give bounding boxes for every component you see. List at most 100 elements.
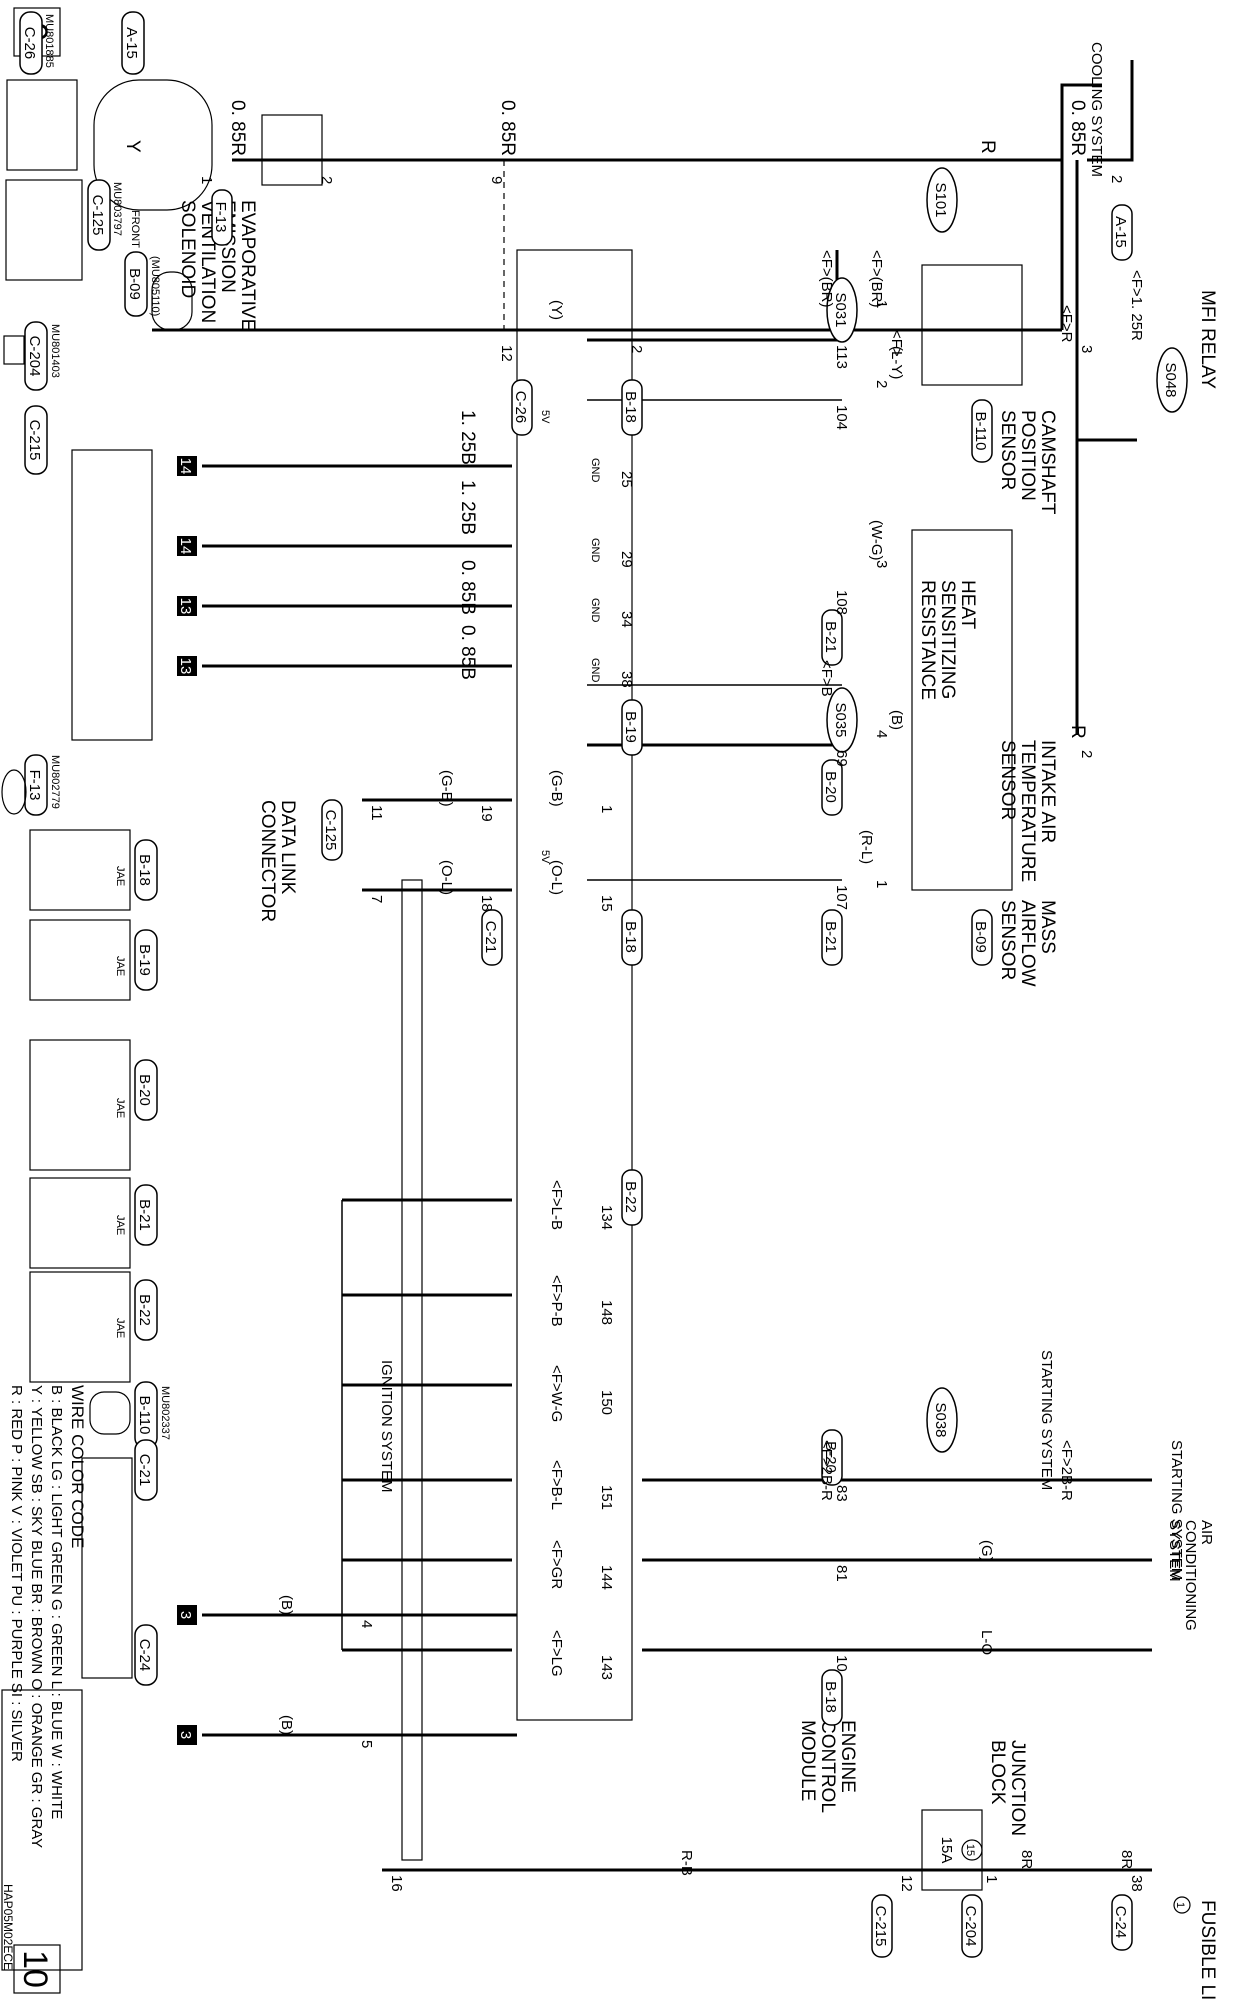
tag-b09: B-09 bbox=[972, 921, 989, 953]
legend-c26-part: MU801885 bbox=[43, 14, 55, 68]
label-ac-1: AIR bbox=[1198, 1520, 1215, 1545]
data-link-connector-bar bbox=[401, 879, 423, 1861]
label-evap-4: SOLENOID bbox=[177, 200, 198, 298]
ground-marker-14b-label: 14 bbox=[177, 538, 194, 555]
wl-fbl: <F>B-L bbox=[548, 1460, 565, 1510]
diagram-code: HAP05M02ECE bbox=[1, 1884, 15, 1970]
tag-c26: C-26 bbox=[512, 391, 529, 424]
wl-085r-c: 0. 85R bbox=[1067, 100, 1088, 156]
connector-tag-c21-legend bbox=[134, 1439, 158, 1501]
label-fuse-rating: 15A bbox=[938, 1837, 955, 1864]
wl-085b-a: 0. 85B bbox=[457, 560, 478, 615]
label-intake-1: INTAKE AIR bbox=[1037, 740, 1058, 843]
ecm-gnd-34: GND bbox=[589, 598, 601, 623]
wl-fgr: <F>GR bbox=[548, 1540, 565, 1589]
connector-tag-b22-legend bbox=[134, 1279, 158, 1341]
pin-19: 19 bbox=[478, 805, 495, 822]
label-ecm-1: ENGINE bbox=[837, 1720, 858, 1793]
pin-69: 69 bbox=[833, 750, 850, 767]
tag-b19: B-19 bbox=[622, 711, 639, 743]
label-maf-2: AIRFLOW bbox=[1017, 900, 1038, 987]
label-camshaft-1: CAMSHAFT bbox=[1037, 410, 1058, 515]
tag-b22: B-22 bbox=[622, 1181, 639, 1213]
evap-solenoid-box bbox=[261, 114, 323, 186]
legend-b18-part: JAE bbox=[114, 866, 126, 886]
splice-s038 bbox=[926, 1387, 958, 1453]
wl-wg: (W-G) bbox=[868, 520, 885, 561]
connector-shape-b18 bbox=[29, 829, 131, 911]
label-ecm-3: MODULE bbox=[797, 1720, 818, 1801]
ground-marker-3a bbox=[177, 1605, 197, 1625]
splice-s031-label: S031 bbox=[832, 292, 849, 327]
label-fusible-link: FUSIBLE LINK bbox=[1197, 1900, 1218, 2000]
splice-s035-label: S035 bbox=[832, 702, 849, 737]
wl-rb: R-B bbox=[678, 1850, 695, 1876]
splice-s038-label: S038 bbox=[932, 1402, 949, 1437]
pin-38: 38 bbox=[618, 671, 635, 688]
wl-fbr-b: <F>(BR) bbox=[868, 250, 885, 308]
legend-f13-label: F-13 bbox=[26, 770, 43, 801]
legend-f13-part: MU802779 bbox=[49, 755, 61, 809]
connector-tag-a15 bbox=[121, 11, 145, 75]
label-maf-1: MASS bbox=[1037, 900, 1058, 954]
pin-4: 4 bbox=[873, 730, 890, 738]
pin-1j: 1 bbox=[983, 1875, 1000, 1883]
ecm-5v-a: 5V bbox=[539, 410, 551, 424]
connector-tag-b19-legend bbox=[134, 929, 158, 991]
pin-numbers: 1 2 9 12 2 2 3 1 2 113 104 25 29 34 38 1… bbox=[198, 175, 1145, 1892]
connector-tag-b20-legend bbox=[134, 1059, 158, 1121]
ground-marker-3b-label: 3 bbox=[177, 1731, 194, 1739]
wire-cooling bbox=[1087, 60, 1134, 162]
label-mfi-relay: MFI RELAY bbox=[1197, 290, 1218, 389]
pin-104: 104 bbox=[833, 405, 850, 430]
ground-marker-13a bbox=[177, 596, 197, 616]
legend-b20-label: B-20 bbox=[136, 1074, 153, 1106]
pin-11: 11 bbox=[368, 805, 385, 821]
wl-fwg: <F>W-G bbox=[548, 1365, 565, 1422]
pin-10: 10 bbox=[833, 1655, 850, 1672]
legend-c215-label: C-215 bbox=[26, 420, 43, 461]
ecm-gnd-38: GND bbox=[589, 658, 601, 683]
tag-b20b: B-20 bbox=[822, 1441, 839, 1473]
pin-2: 2 bbox=[318, 176, 335, 184]
label-ac-3: SYSTEM bbox=[1166, 1520, 1183, 1582]
ground-marker-3b bbox=[177, 1725, 197, 1745]
wl-flg: <F>LG bbox=[548, 1630, 565, 1677]
wl-b-a: (B) bbox=[278, 1595, 295, 1615]
ground-marker-13b-label: 13 bbox=[177, 658, 194, 675]
component-labels: COOLING SYSTEM MFI RELAY EVAPORATIVE EMI… bbox=[177, 42, 1218, 2000]
page-number-right: 10 bbox=[13, 1944, 61, 1994]
wl-bb: (B) bbox=[888, 710, 905, 730]
pin-25: 25 bbox=[618, 471, 635, 488]
label-camshaft-3: SENSOR bbox=[997, 410, 1018, 490]
pin-107: 107 bbox=[833, 885, 850, 910]
pin-1m: 1 bbox=[873, 880, 890, 888]
wl-085b-b: 0. 85B bbox=[457, 625, 478, 680]
ground-marker-14a bbox=[177, 456, 197, 476]
pin-7: 7 bbox=[368, 895, 385, 903]
pin-108: 108 bbox=[833, 590, 850, 615]
pin-1c: 1 bbox=[873, 300, 890, 308]
wl-gb-a: (G-B) bbox=[548, 770, 565, 807]
wire-top-bus bbox=[232, 83, 1102, 162]
tag-c125: C-125 bbox=[322, 810, 339, 851]
label-ac-2: CONDITIONING bbox=[1182, 1520, 1199, 1631]
label-fusible-no: 1 bbox=[1174, 1902, 1186, 1908]
connector-shape-b20 bbox=[29, 1039, 131, 1171]
wl-085r-b: 0. 85R bbox=[497, 100, 518, 156]
ground-markers: 14 14 13 13 3 3 bbox=[177, 456, 197, 1745]
pin-1: 1 bbox=[198, 176, 215, 184]
label-heat-2: SENSITIZING bbox=[937, 580, 958, 699]
pin-2i: 2 bbox=[1078, 750, 1095, 758]
connector-tag-c125 bbox=[87, 179, 111, 251]
ground-marker-13a-label: 13 bbox=[177, 598, 194, 615]
wl-f2br-a: <F>2B-R bbox=[818, 1440, 835, 1501]
tag-b21a: B-21 bbox=[822, 621, 839, 653]
connector-tag-b18-legend bbox=[134, 839, 158, 901]
ecm-5v-b: 5V bbox=[539, 850, 551, 864]
wl-gb-b: (G-B) bbox=[438, 770, 455, 807]
tag-c204: C-204 bbox=[962, 1906, 979, 1947]
connector-tag-c204 bbox=[24, 321, 48, 391]
splice-s031 bbox=[826, 277, 858, 343]
